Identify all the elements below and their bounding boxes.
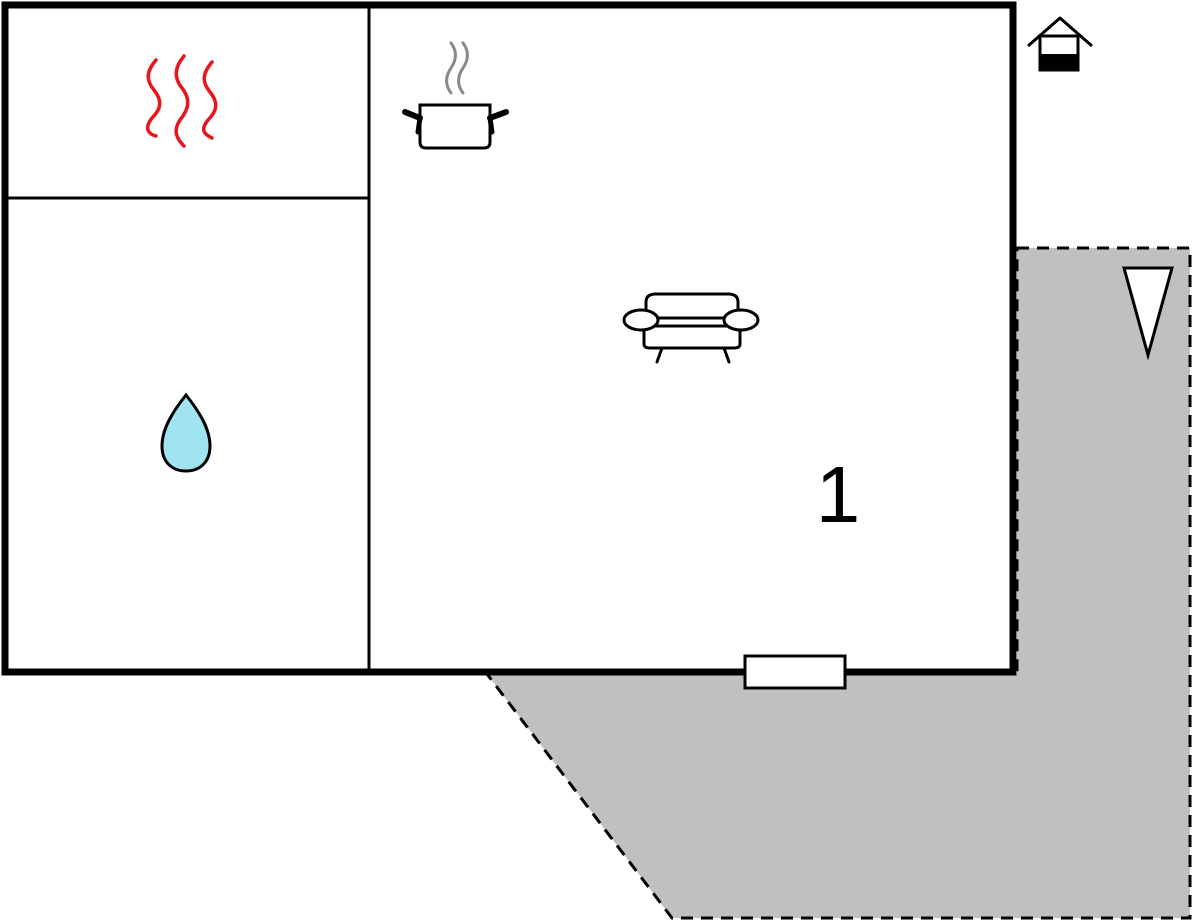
entrance-door [743, 654, 847, 690]
building-outline [1, 1, 1017, 676]
cooking-pot-icon [402, 41, 509, 150]
terrace-area [483, 246, 1192, 920]
compass-north-icon [1122, 266, 1174, 361]
water-drop-icon [160, 392, 212, 473]
heat-waves-icon [145, 54, 218, 148]
room-number-label: 1 [816, 450, 861, 539]
sofa-icon [622, 292, 760, 364]
house-floor-icon [1027, 16, 1093, 72]
